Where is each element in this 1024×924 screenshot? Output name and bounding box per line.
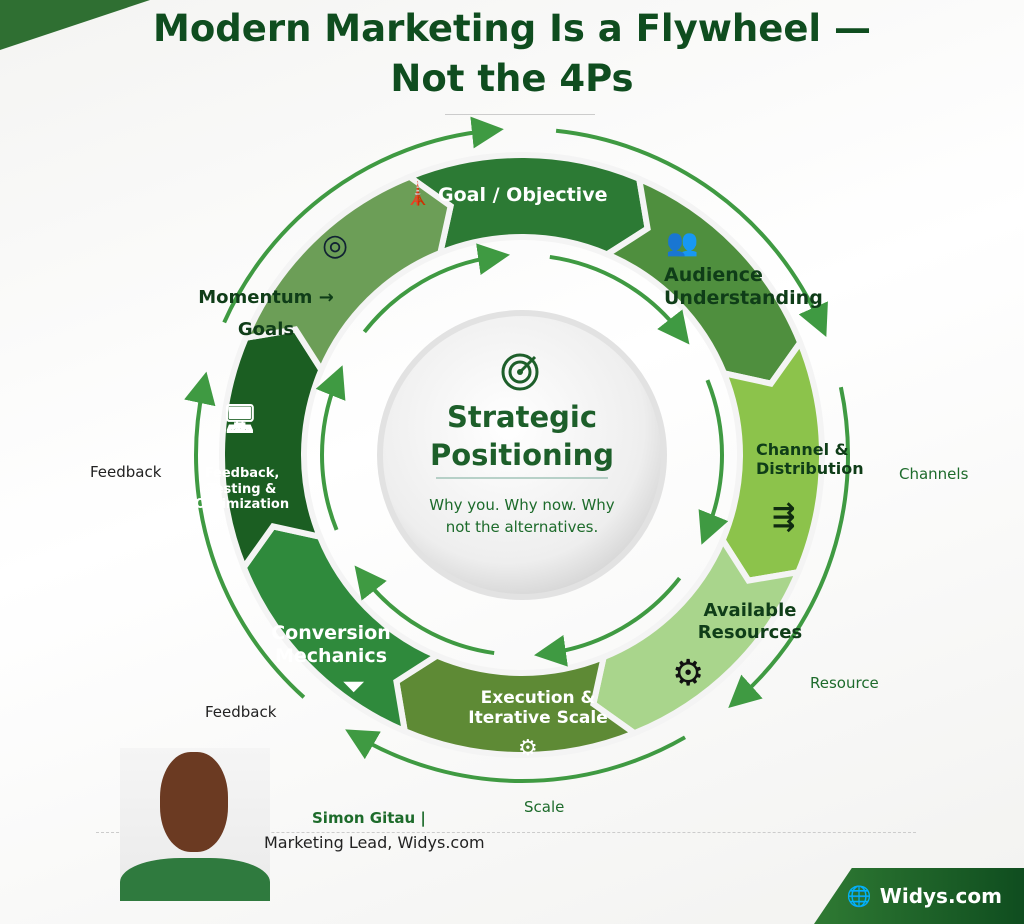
outer-arrow-ring bbox=[184, 116, 850, 783]
author-role: Marketing Lead, Widys.com bbox=[264, 833, 485, 852]
segment-goal: 🗼 Goal / Objective bbox=[404, 182, 607, 208]
avatar bbox=[120, 748, 270, 901]
segment-momentum: Momentum → Goals bbox=[198, 287, 334, 340]
flow-arrow bbox=[345, 729, 686, 783]
flow-arrow bbox=[698, 379, 729, 545]
segment-ring bbox=[219, 152, 825, 758]
segment-resources: Available Resources bbox=[697, 600, 803, 643]
segment-audience: Audience Understanding bbox=[664, 264, 823, 309]
outer-label-resource: Resource bbox=[810, 674, 879, 692]
flow-arrow bbox=[555, 128, 828, 338]
target-icon: ◎ bbox=[322, 228, 349, 263]
gears-icon: ⚙ bbox=[672, 653, 705, 694]
center-title-line-2: Positioning bbox=[429, 438, 615, 472]
segment-shape-momentum bbox=[240, 173, 454, 377]
people-icon: 👥 bbox=[666, 228, 699, 258]
segment-conversion: Conversion Mechanics bbox=[271, 622, 391, 667]
segment-shape-conversion bbox=[240, 523, 444, 737]
flow-arrow bbox=[728, 386, 850, 708]
flow-arrow bbox=[533, 576, 682, 667]
outer-label-scale: Scale bbox=[524, 798, 565, 816]
author-name: Simon Gitau | bbox=[312, 809, 426, 827]
brand-badge[interactable]: 🌐 Widys.com bbox=[814, 868, 1024, 924]
segment-shape-channel bbox=[719, 336, 825, 584]
flow-arrow bbox=[362, 243, 511, 334]
title-divider bbox=[445, 114, 595, 115]
page-title: Modern Marketing Is a Flywheel — Not the… bbox=[0, 4, 1024, 104]
corner-decoration bbox=[0, 0, 150, 50]
segment-channel: Channel & Distribution bbox=[756, 440, 864, 479]
flow-arrow bbox=[354, 565, 495, 656]
monitor-chart-icon: 🖥 bbox=[222, 402, 258, 435]
brand-label: Widys.com bbox=[879, 884, 1002, 908]
center-title-line-1: Strategic bbox=[446, 400, 598, 434]
center-subtitle-line-1: Why you. Why now. Why bbox=[429, 496, 615, 514]
outer-label-feedback-bottom: Feedback bbox=[205, 703, 277, 721]
center-subtitle-line-2: not the alternatives. bbox=[445, 518, 599, 536]
center-circle bbox=[377, 310, 667, 600]
funnel-icon: ⏷ bbox=[343, 672, 364, 702]
segment-shape-goal bbox=[403, 152, 651, 258]
inner-arrow-ring bbox=[315, 243, 729, 667]
segment-shape-execution bbox=[393, 652, 641, 758]
segment-label: Goal / Objective bbox=[438, 184, 608, 206]
flow-arrow bbox=[315, 365, 346, 531]
footer-divider bbox=[96, 832, 916, 833]
outer-label-feedback: Feedback bbox=[90, 463, 162, 481]
segment-shape-feedback bbox=[219, 326, 325, 574]
title-line-1: Modern Marketing Is a Flywheel — bbox=[153, 7, 871, 50]
outer-label-channels: Channels bbox=[899, 465, 969, 483]
center-subtitle: Why you. Why now. Why not the alternativ… bbox=[410, 494, 634, 538]
lighthouse-icon: 🗼 bbox=[404, 182, 432, 207]
distribution-arrows-icon: ⇶ bbox=[772, 500, 796, 533]
globe-icon: 🌐 bbox=[846, 884, 872, 908]
target-icon bbox=[501, 353, 539, 391]
segment-feedback: Feedback, Testing & Optimization bbox=[194, 466, 290, 513]
segment-execution: Execution & Iterative Scale bbox=[468, 688, 608, 729]
flow-arrow bbox=[549, 254, 690, 345]
center-title: Strategic Positioning bbox=[390, 398, 654, 474]
gears-icon: ⚙ bbox=[518, 736, 538, 761]
segment-shape-resources bbox=[590, 533, 804, 737]
segment-shape-audience bbox=[600, 173, 804, 387]
flow-arrow bbox=[222, 116, 504, 324]
flow-arrow bbox=[184, 371, 306, 699]
title-line-2: Not the 4Ps bbox=[390, 57, 634, 100]
